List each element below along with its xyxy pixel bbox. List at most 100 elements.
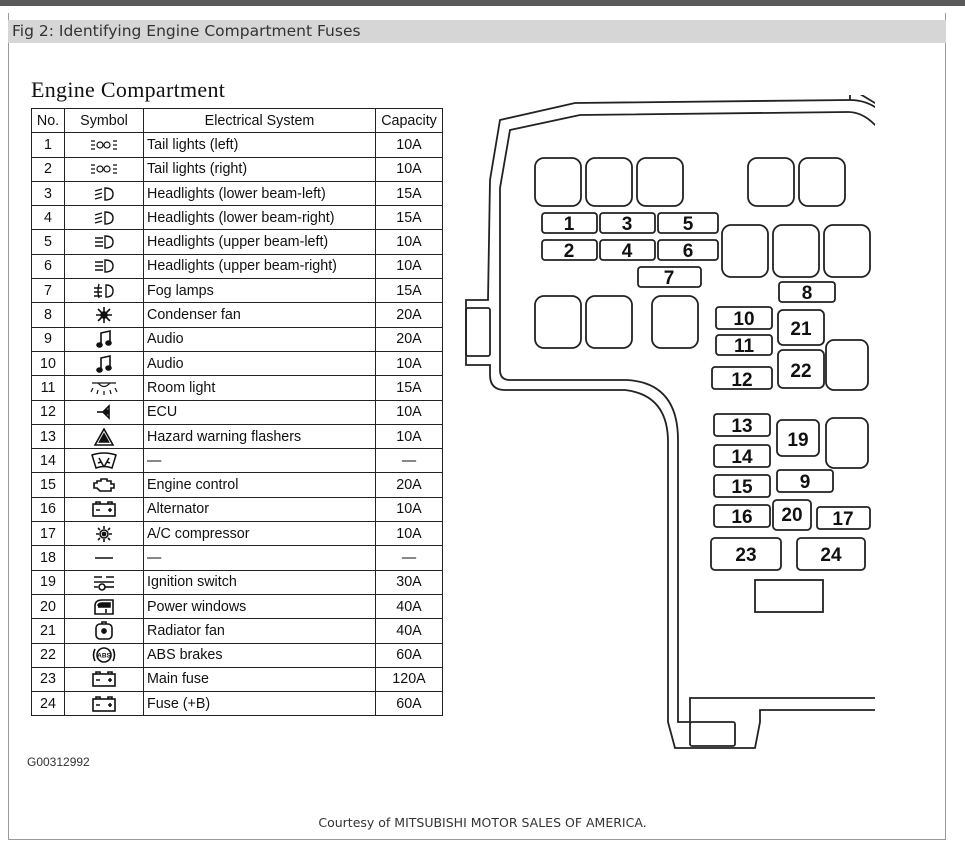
tail-light-icon <box>68 162 140 176</box>
fuse-13-label: 13 <box>731 416 752 437</box>
fuse-capacity: 40A <box>375 593 443 620</box>
fuse-5-slot <box>657 212 719 234</box>
fuse-6-label: 6 <box>683 241 694 262</box>
housing-left-tab <box>465 307 491 357</box>
power-window-icon <box>68 598 140 616</box>
svg-text:ABS: ABS <box>97 653 111 660</box>
relay-slot <box>772 224 820 278</box>
symbol-cell <box>64 156 144 182</box>
symbol-cell <box>64 666 144 693</box>
fuse-number: 4 <box>31 205 65 231</box>
fuse-capacity: 20A <box>375 326 443 352</box>
fuse-15-slot <box>713 474 771 498</box>
fuse-capacity: 60A <box>375 642 443 668</box>
tail-light-icon <box>68 138 140 152</box>
blank-slot <box>754 579 824 613</box>
fuse-17-label: 17 <box>832 509 853 530</box>
audio-icon <box>68 330 140 349</box>
fuse-capacity: 10A <box>375 132 443 158</box>
electrical-system: Headlights (lower beam-left) <box>143 180 376 207</box>
electrical-system: Audio <box>143 326 376 352</box>
relay-slot <box>585 157 633 207</box>
fuse-number: 9 <box>31 326 65 352</box>
fuse-capacity: 10A <box>375 156 443 182</box>
fuse-20-label: 20 <box>781 505 802 526</box>
symbol-cell <box>64 399 144 425</box>
fuse-capacity: 10A <box>375 229 443 255</box>
fuse-capacity: 15A <box>375 205 443 231</box>
electrical-system: Main fuse <box>143 666 376 693</box>
dash-icon <box>68 553 140 563</box>
symbol-cell <box>64 350 144 377</box>
symbol-cell <box>64 569 144 595</box>
col-header-system: Electrical System <box>143 107 376 134</box>
electrical-system: — <box>143 545 376 571</box>
fuse-number: 11 <box>31 375 65 401</box>
fuse-number: 13 <box>31 423 65 450</box>
col-header-capacity: Capacity <box>375 107 443 134</box>
symbol-cell <box>64 375 144 401</box>
fuse-7-label: 7 <box>664 268 675 289</box>
fuse-capacity: 30A <box>375 569 443 595</box>
fuse-4-slot <box>599 239 656 261</box>
fuse-capacity: — <box>375 545 443 571</box>
table-heading: Engine Compartment <box>31 77 226 102</box>
electrical-system: Audio <box>143 350 376 377</box>
fuse-2-label: 2 <box>564 241 575 262</box>
image-code: G00312992 <box>27 755 90 769</box>
fuse-number: 23 <box>31 666 65 693</box>
fuse-capacity: — <box>375 448 443 474</box>
housing-bottom-tab <box>689 721 736 747</box>
figure-caption: Fig 2: Identifying Engine Compartment Fu… <box>8 20 946 43</box>
fuse-24-slot <box>796 537 866 571</box>
fuse-capacity: 60A <box>375 691 443 717</box>
symbol-cell <box>64 302 144 328</box>
fuse-number: 1 <box>31 132 65 158</box>
electrical-system: Alternator <box>143 496 376 523</box>
hazard-icon <box>68 427 140 446</box>
electrical-system: Engine control <box>143 472 376 498</box>
fuse-12-label: 12 <box>731 370 752 391</box>
fuse-number: 7 <box>31 278 65 304</box>
high-beam-icon <box>68 258 140 274</box>
fuse-21-slot <box>777 309 825 346</box>
electrical-system: A/C compressor <box>143 521 376 547</box>
relay-slot <box>798 157 846 207</box>
fuse-capacity: 10A <box>375 521 443 547</box>
ac-compressor-icon <box>68 525 140 543</box>
fuse-number: 3 <box>31 180 65 207</box>
fuse-13-slot <box>713 413 771 437</box>
fuse-17-slot <box>816 506 871 530</box>
fuse-number: 19 <box>31 569 65 595</box>
symbol-cell <box>64 229 144 255</box>
engine-control-icon <box>68 477 140 493</box>
fuse-capacity: 10A <box>375 496 443 523</box>
fuse-20-slot <box>772 499 812 531</box>
symbol-cell <box>64 278 144 304</box>
fuse-capacity: 15A <box>375 180 443 207</box>
electrical-system: Condenser fan <box>143 302 376 328</box>
symbol-cell <box>64 132 144 158</box>
fuse-number: 21 <box>31 618 65 644</box>
fuse-number: 6 <box>31 253 65 280</box>
housing-latch <box>849 95 875 105</box>
fuse-12-slot <box>711 366 773 390</box>
fuse-24-label: 24 <box>820 545 842 566</box>
fuse-number: 12 <box>31 399 65 425</box>
electrical-system: Tail lights (right) <box>143 156 376 182</box>
abs-icon: ABS <box>68 645 140 665</box>
fuse-16-label: 16 <box>731 507 752 528</box>
fuse-number: 14 <box>31 448 65 474</box>
electrical-system: Headlights (upper beam-right) <box>143 253 376 280</box>
symbol-cell <box>64 545 144 571</box>
fuse-number: 10 <box>31 350 65 377</box>
fuse-box-diagram: 1 3 5 2 4 6 7 8 10 11 12 21 22 13 14 19 … <box>465 95 875 749</box>
